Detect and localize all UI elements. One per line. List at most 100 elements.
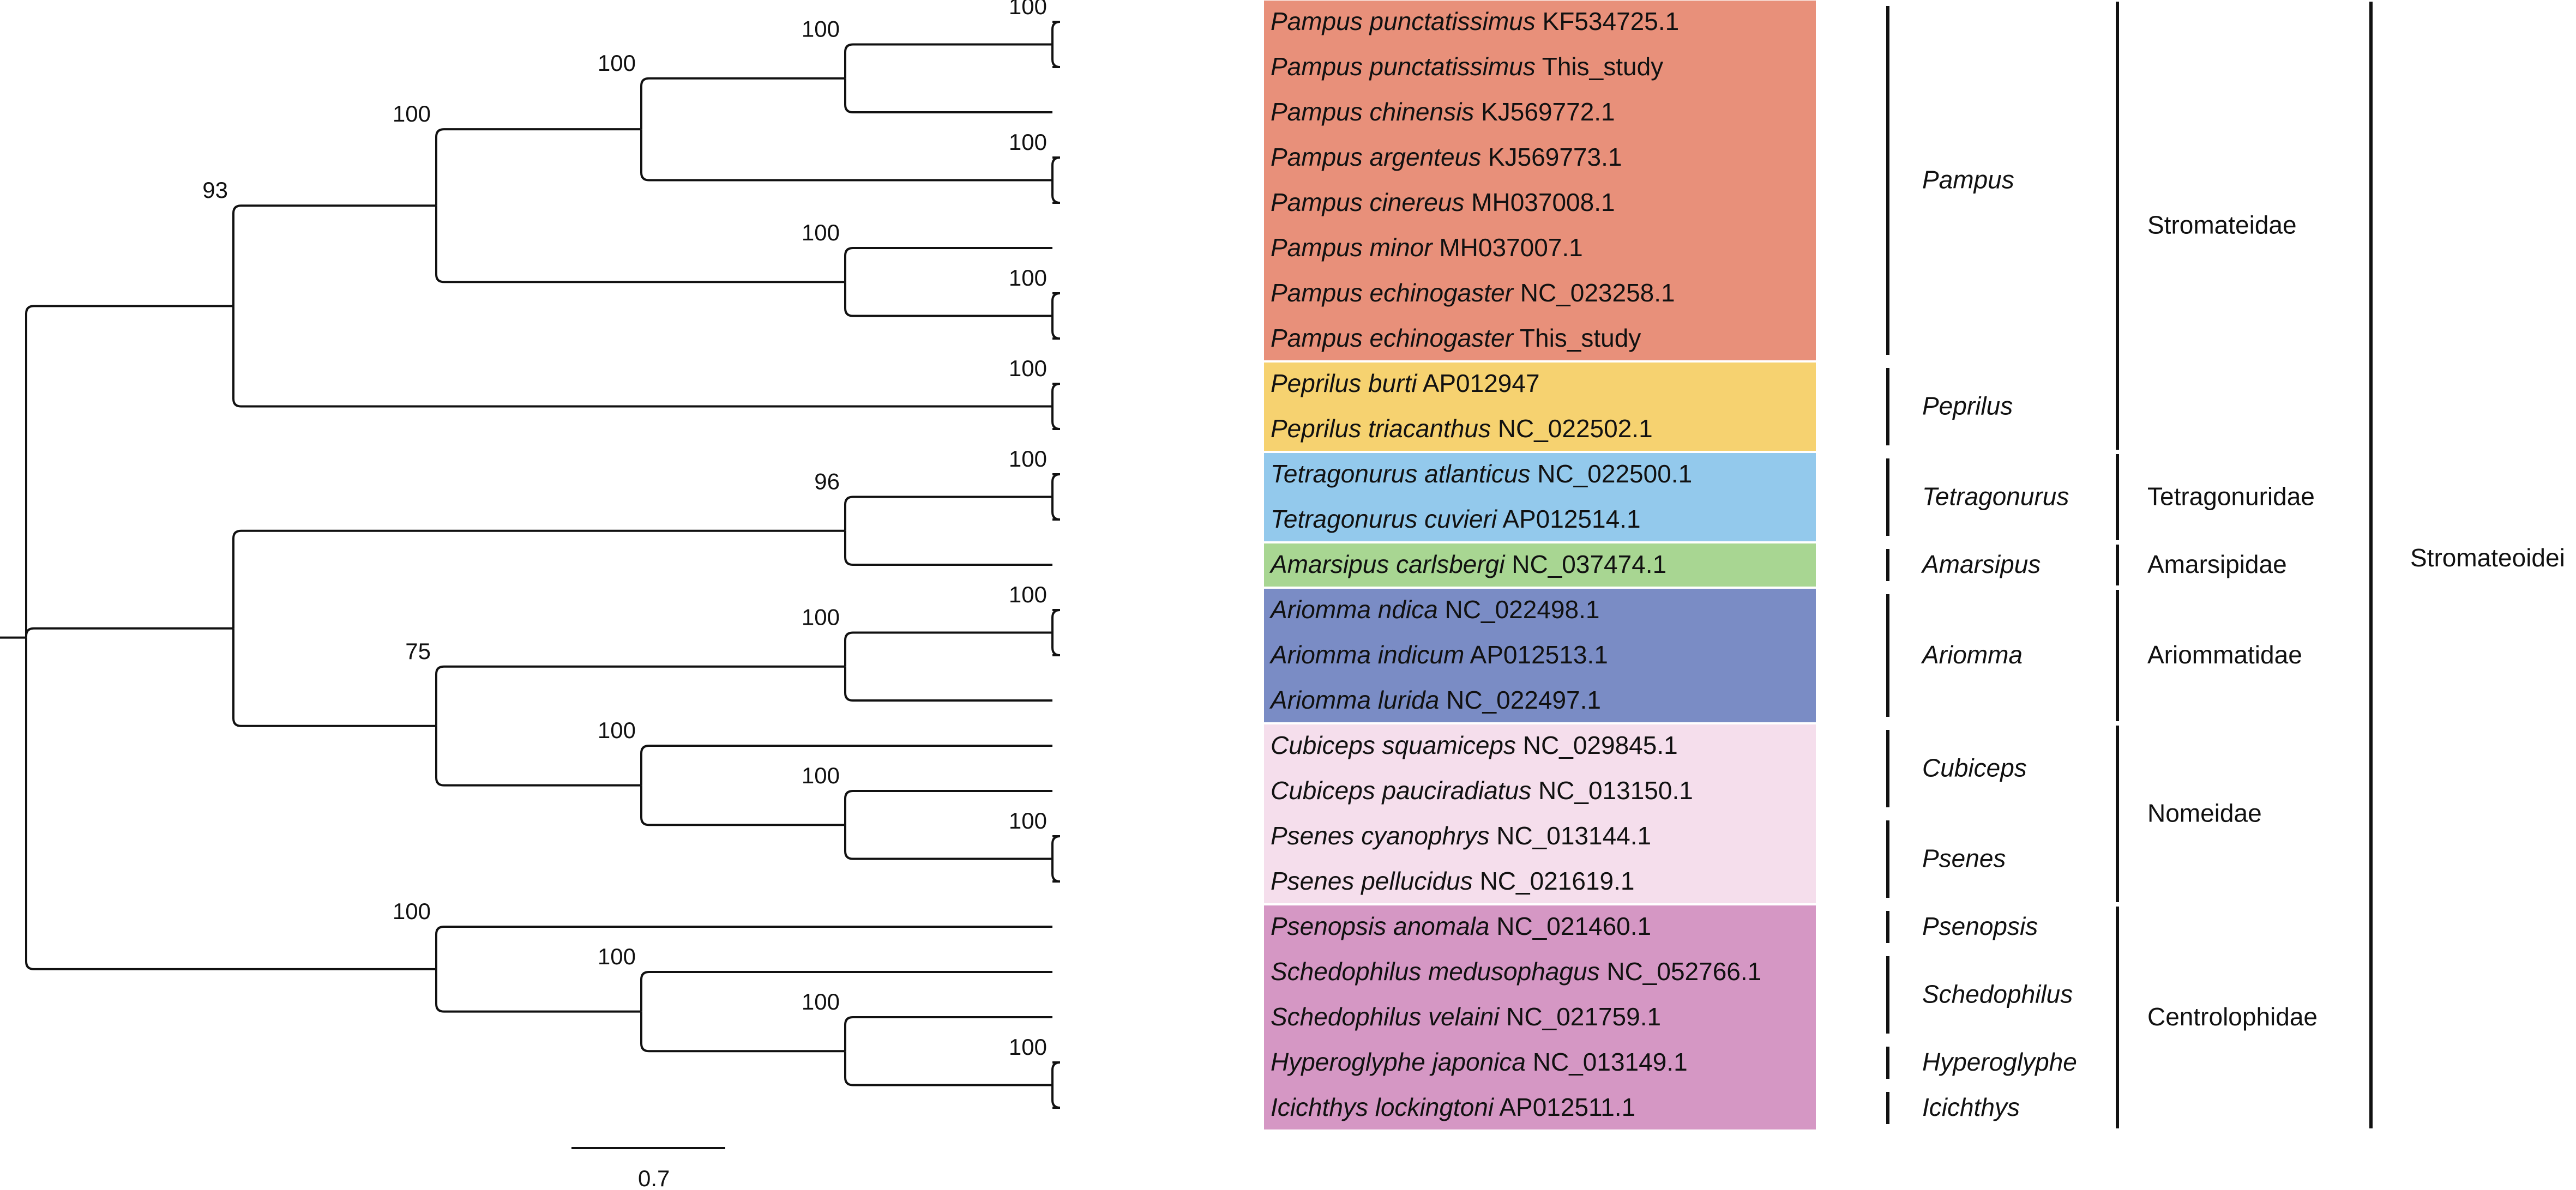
genus-label-ariomma: Ariomma: [1921, 641, 2023, 669]
species-name: Peprilus triacanthus: [1271, 414, 1491, 443]
branch: [1051, 632, 1061, 656]
species-name: Psenes cyanophrys: [1271, 821, 1489, 850]
branch: [640, 745, 1052, 786]
branch: [1051, 1085, 1061, 1109]
branch: [844, 496, 1052, 531]
accession: AP012514.1: [1497, 505, 1640, 533]
family-label-tetragonuridae: Tetragonuridae: [2147, 482, 2315, 511]
branch: [232, 529, 845, 629]
tip-label: Tetragonurus atlanticus NC_022500.1: [1271, 460, 1692, 488]
clade-box-nomeidae: [1264, 724, 1816, 903]
tip-label: Ariomma lurida NC_022497.1: [1269, 686, 1601, 714]
genus-label-tetragonurus: Tetragonurus: [1922, 482, 2069, 511]
support-value-centro_sub2: 100: [802, 989, 840, 1014]
branch: [232, 306, 1052, 408]
branch: [232, 628, 436, 727]
branch: [435, 128, 641, 206]
support-value-echi: 100: [1009, 265, 1047, 291]
tip-label: Psenes cyanophrys NC_013144.1: [1271, 821, 1651, 850]
accession: MH037008.1: [1464, 188, 1615, 216]
tip-label: Icichthys lockingtoni AP012511.1: [1271, 1093, 1635, 1121]
accession: This_study: [1513, 324, 1641, 352]
species-name: Ariomma lurida: [1269, 686, 1439, 714]
tip-label: Amarsipus carlsbergi NC_037474.1: [1269, 550, 1666, 578]
tip-label: Ariomma indicum AP012513.1: [1269, 641, 1608, 669]
branch: [844, 78, 1052, 113]
species-name: Tetragonurus atlanticus: [1271, 460, 1531, 488]
accession: NC_013144.1: [1489, 821, 1651, 850]
tip-label: Pampus punctatissimus KF534725.1: [1271, 7, 1679, 35]
suborder-label: Stromateoidei: [2410, 543, 2565, 572]
accession: KJ569773.1: [1481, 143, 1622, 171]
support-value-pp_ch: 100: [802, 16, 840, 42]
family-label-ariommatidae: Ariommatidae: [2147, 641, 2302, 669]
accession: KF534725.1: [1536, 7, 1679, 35]
species-name: Icichthys lockingtoni: [1271, 1093, 1495, 1121]
species-name: Ariomma indicum: [1269, 641, 1464, 669]
species-name: Pampus echinogaster: [1271, 324, 1514, 352]
accession: NC_029845.1: [1516, 731, 1678, 759]
support-value-centro_sub: 100: [598, 944, 636, 969]
tip-label: Peprilus triacanthus NC_022502.1: [1271, 414, 1653, 443]
accession: MH037007.1: [1433, 233, 1583, 262]
accession: NC_037474.1: [1504, 550, 1666, 578]
species-name: Pampus argenteus: [1271, 143, 1481, 171]
species-name: Schedophilus medusophagus: [1271, 957, 1600, 986]
branch: [1051, 835, 1061, 859]
accession: NC_021759.1: [1499, 1002, 1661, 1031]
support-value-stromateidae: 93: [202, 177, 228, 203]
tip-label: Pampus cinereus MH037008.1: [1271, 188, 1615, 216]
branch: [844, 282, 1052, 317]
branch: [232, 204, 436, 306]
accession: AP012513.1: [1464, 641, 1608, 669]
branch: [25, 305, 233, 638]
branch: [1051, 156, 1061, 180]
tip-label: Pampus echinogaster This_study: [1271, 324, 1641, 352]
support-value-nomeidae: 100: [598, 717, 636, 743]
branch: [640, 1011, 845, 1053]
branch: [1051, 473, 1061, 497]
accession: KJ569772.1: [1474, 98, 1615, 126]
branch: [1051, 292, 1061, 316]
branch: [1051, 383, 1061, 407]
species-name: Pampus punctatissimus: [1271, 7, 1536, 35]
branch: [1051, 859, 1061, 883]
species-name: Pampus punctatissimus: [1271, 52, 1536, 81]
accession: NC_022502.1: [1491, 414, 1653, 443]
scale-bar: 0.7: [571, 1147, 725, 1190]
accession: This_study: [1536, 52, 1663, 81]
branch: [1051, 497, 1061, 521]
tip-label: Ariomma ndica NC_022498.1: [1269, 595, 1599, 624]
clade-box-ariomma: [1264, 589, 1816, 722]
species-name: Amarsipus carlsbergi: [1269, 550, 1506, 578]
species-name: Hyperoglyphe japonica: [1271, 1048, 1526, 1076]
accession: AP012947: [1417, 369, 1539, 397]
branch: [435, 665, 845, 726]
support-value-ario_nom: 75: [405, 638, 431, 664]
support-value-tetragonurus: 100: [1009, 446, 1047, 472]
branch: [640, 971, 1052, 1012]
support-value-ariomma: 100: [802, 605, 840, 630]
tip-label: Cubiceps pauciradiatus NC_013150.1: [1271, 776, 1693, 805]
branch: [435, 206, 845, 283]
branch: [844, 43, 1052, 78]
tip-label: Peprilus burti AP012947: [1271, 369, 1540, 397]
species-name: Schedophilus velaini: [1271, 1002, 1500, 1031]
genus-label-pampus: Pampus: [1922, 166, 2014, 194]
branch: [844, 825, 1052, 860]
support-value-pampus: 100: [393, 101, 431, 126]
species-name: Psenopsis anomala: [1271, 912, 1489, 940]
branch: [640, 129, 1052, 182]
branch: [435, 969, 641, 1013]
species-name: Pampus cinereus: [1271, 188, 1464, 216]
branch: [1051, 44, 1061, 68]
branch: [1051, 180, 1061, 204]
support-value-peprilus: 100: [1009, 355, 1047, 381]
species-name: Cubiceps pauciradiatus: [1271, 776, 1531, 805]
accession: NC_022497.1: [1439, 686, 1601, 714]
tree-branches: [0, 21, 1061, 1109]
branch: [1051, 21, 1061, 45]
tip-label: Pampus echinogaster NC_023258.1: [1271, 279, 1675, 307]
genus-label-amarsipus: Amarsipus: [1921, 550, 2041, 578]
